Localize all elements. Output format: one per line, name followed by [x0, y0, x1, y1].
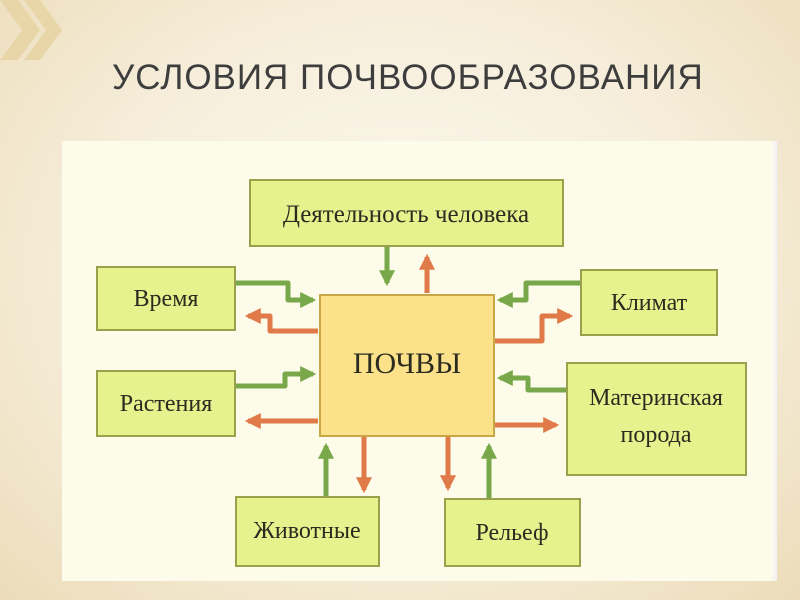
factor-box-plants	[96, 370, 236, 437]
arrow-time-to-soil	[236, 280, 317, 309]
center-box-soils	[319, 294, 495, 437]
arrow-soil-to-time	[244, 307, 318, 334]
factor-box-time	[96, 266, 236, 331]
panel-edge	[771, 141, 777, 581]
arrow-plants-to-soil	[236, 365, 317, 389]
arrow-climate-to-soil	[496, 280, 580, 309]
factor-label-human: Деятельность человека	[283, 201, 529, 228]
factor-label-parent-rock-2: порода	[620, 422, 691, 448]
factor-label-relief: Рельеф	[475, 520, 548, 546]
factor-box-animals	[235, 496, 380, 567]
center-box-label: ПОЧВЫ	[353, 347, 461, 380]
factor-box-relief	[444, 498, 581, 567]
corner-chevron-decoration	[0, 0, 62, 60]
factor-label-animals: Животные	[253, 518, 360, 544]
factor-label-climate: Климат	[611, 290, 688, 316]
factor-box-climate	[580, 269, 718, 336]
arrows	[236, 247, 580, 498]
slide-title: УСЛОВИЯ ПОЧВООБРАЗОВАНИЯ	[112, 58, 704, 97]
factor-box-parent-rock	[566, 362, 747, 476]
factor-label-plants: Растения	[120, 391, 213, 417]
factor-box-human	[249, 179, 564, 247]
factor-label-parent-rock-1: Материнская	[589, 385, 723, 411]
arrow-rock-to-soil	[496, 369, 566, 393]
factor-label-time: Время	[134, 286, 199, 312]
arrow-soil-to-climate	[494, 307, 574, 344]
